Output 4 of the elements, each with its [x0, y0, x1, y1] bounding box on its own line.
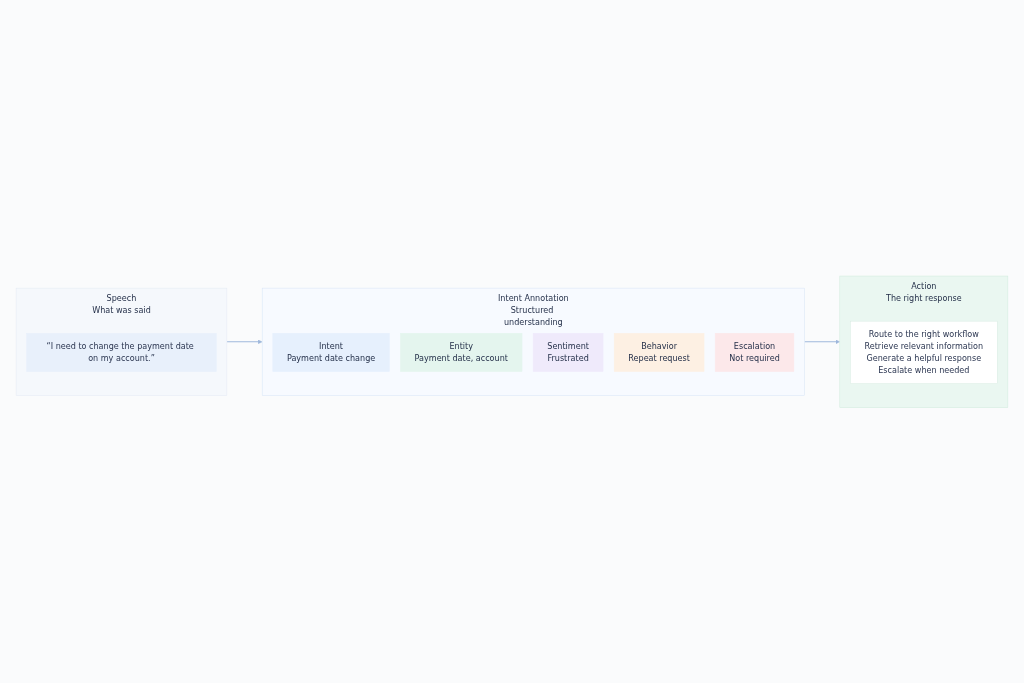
arrow — [226, 339, 263, 344]
arrow — [804, 339, 840, 344]
node-box: Route to the right workflow Retrieve relevant information Generate a helpful response Escalate when needed — [850, 320, 998, 384]
node-box: Behavior Repeat request — [613, 332, 705, 372]
